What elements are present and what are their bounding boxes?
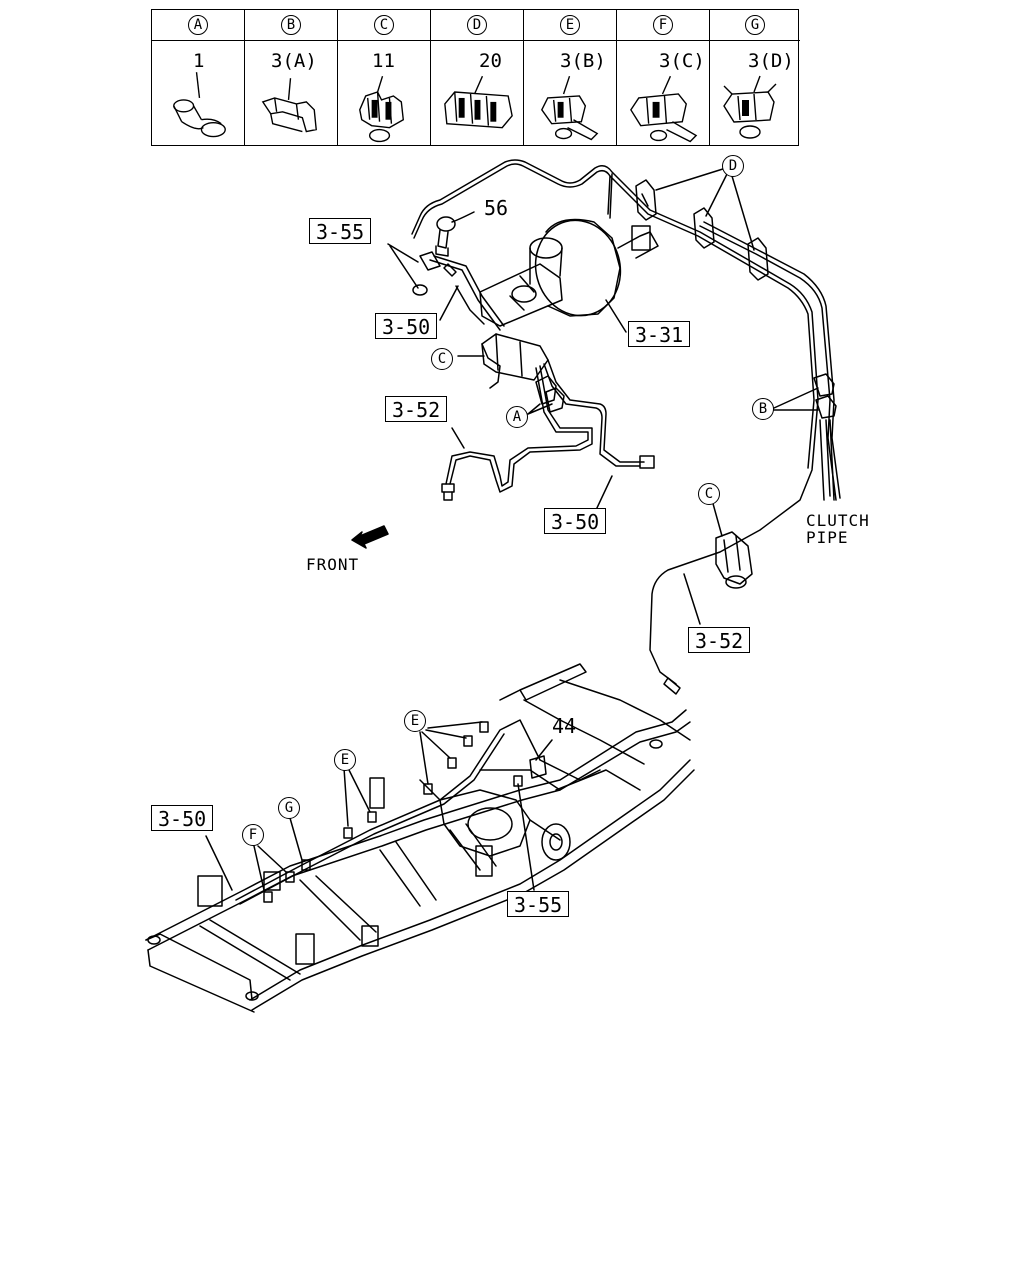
pointer-e-left: E [334, 749, 356, 771]
clip-g-icon [723, 75, 777, 139]
ref-3-55-frame: 3-55 [507, 891, 570, 917]
legend-letter: C [374, 15, 394, 35]
ref-3-50-frame: 3-50 [151, 805, 214, 831]
pointer-e-right: E [404, 710, 426, 732]
ref-3-31: 3-31 [628, 321, 691, 347]
clip-d-icon [444, 75, 513, 129]
legend-letter: A [188, 15, 208, 35]
legend-letter: B [281, 15, 301, 35]
legend-cell-e: E 3(B) [524, 10, 617, 145]
legend-part-number: 3(D) [748, 50, 794, 72]
pointer-a: A [506, 406, 528, 428]
part-56-label: 56 [484, 196, 509, 220]
pointer-b: B [752, 398, 774, 420]
pointer-g: G [278, 797, 300, 819]
legend-letter: D [467, 15, 487, 35]
legend-part-number: 3(B) [560, 50, 606, 72]
ref-3-50-mid: 3-50 [544, 508, 607, 534]
clip-b-icon [261, 78, 317, 133]
clip-a-icon [173, 72, 226, 138]
legend-letter: F [653, 15, 673, 35]
legend-part-number: 20 [479, 50, 502, 72]
legend-part-number: 11 [372, 50, 395, 72]
pointer-d: D [722, 155, 744, 177]
part-44-label: 44 [552, 714, 577, 738]
pointer-c-top: C [431, 348, 453, 370]
ref-3-52-top: 3-52 [385, 396, 448, 422]
clip-e-icon [541, 75, 599, 141]
legend-cell-c: C 11 [338, 10, 431, 145]
legend-cell-d: D 20 [431, 10, 524, 145]
legend-cell-b: B 3(A) [245, 10, 338, 145]
legend-letter: E [560, 15, 580, 35]
legend-cell-f: F 3(C) [617, 10, 710, 145]
legend-part-number: 3(A) [271, 50, 317, 72]
clip-legend-table: A 1 B 3(A) C 11 [151, 9, 800, 146]
legend-part-number: 3(C) [659, 50, 705, 72]
legend-cell-a: A 1 [152, 10, 245, 145]
legend-cell-g: G 3(D) [710, 10, 800, 145]
pointer-c-right: C [698, 483, 720, 505]
ref-3-50-top: 3-50 [375, 313, 438, 339]
clutch-pipe-label-line2: PIPE [806, 528, 849, 547]
pointer-f: F [242, 824, 264, 846]
ref-3-52-right: 3-52 [688, 627, 751, 653]
legend-part-number: 1 [193, 50, 205, 72]
clip-f-icon [630, 75, 698, 143]
clip-c-icon [359, 75, 405, 143]
ref-3-55-top: 3-55 [309, 218, 372, 244]
front-label: FRONT [306, 555, 360, 574]
legend-letter: G [745, 15, 765, 35]
clutch-pipe-label-line1: CLUTCH [806, 511, 870, 530]
